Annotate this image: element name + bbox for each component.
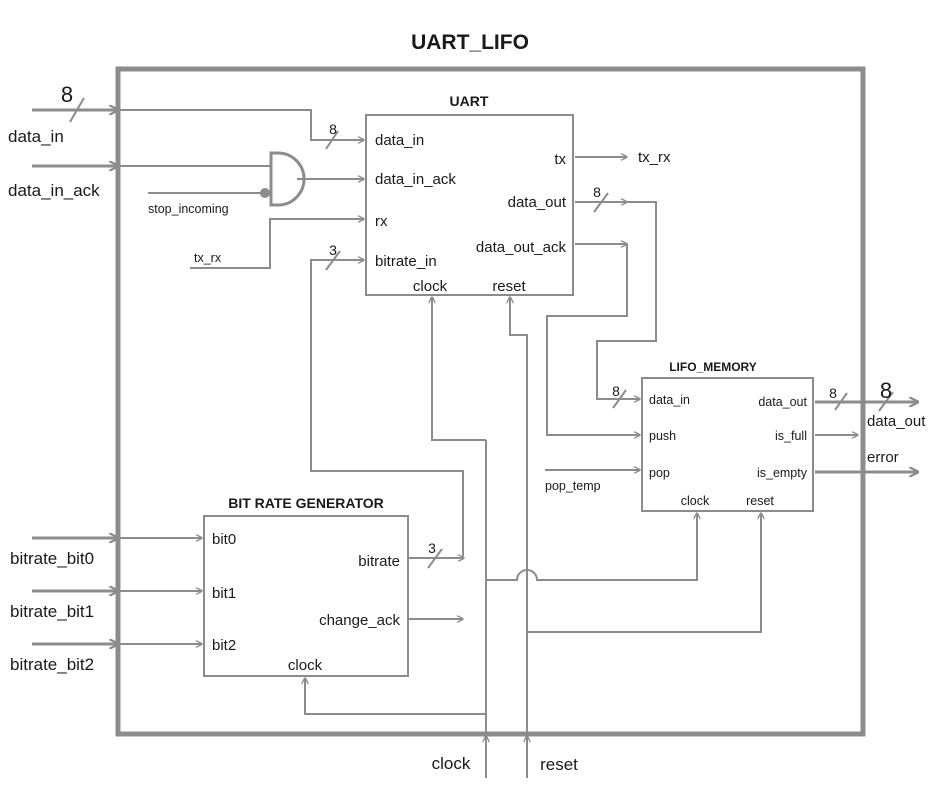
uart-port-reset: reset: [492, 278, 526, 295]
ext-bitrate-bit2-label: bitrate_bit2: [10, 655, 94, 674]
uart-bitrate-in-width: 3: [329, 242, 337, 258]
lifo-port-is-empty: is_empty: [757, 466, 808, 480]
bit-rate-generator-block: [203, 515, 409, 677]
lifo-title: LIFO_MEMORY: [669, 360, 757, 374]
lifo-data-out-width: 8: [829, 385, 837, 401]
brg-port-change-ack: change_ack: [319, 612, 400, 629]
lifo-port-clock: clock: [681, 494, 710, 508]
wire-data-out-to-lifo-data-in: [596, 201, 657, 399]
uart-port-clock: clock: [413, 278, 448, 295]
lifo-port-data-out: data_out: [758, 395, 807, 409]
uart-bitrate-in-bus-slash: [325, 250, 341, 271]
wire-data-out-ack-to-lifo-push: [546, 244, 640, 435]
uart-port-tx: tx: [554, 151, 566, 168]
wire-data-in-to-uart: [118, 109, 364, 140]
lifo-data-out-bus-slash: [834, 392, 848, 411]
ext-clock-label: clock: [432, 754, 471, 773]
uart-port-rx: rx: [375, 213, 388, 230]
lifo-port-reset: reset: [746, 494, 774, 508]
uart-block: [365, 114, 574, 296]
stop-incoming-inversion-bubble: [260, 188, 270, 198]
wire-clock-to-uart: [432, 297, 486, 441]
ext-data-in-width: 8: [61, 82, 73, 107]
brg-title: BIT RATE GENERATOR: [228, 495, 384, 511]
uart-port-bitrate-in: bitrate_in: [375, 253, 437, 270]
brg-bitrate-bus-slash: [427, 548, 443, 569]
wire-brg-bitrate-to-uart: [310, 260, 464, 559]
and-gate: [269, 151, 306, 207]
lifo-port-is-full: is_full: [775, 429, 807, 443]
uart-data-out-width: 8: [593, 184, 601, 200]
brg-port-bit1: bit1: [212, 585, 236, 602]
diagram-title: UART_LIFO: [411, 31, 529, 54]
ext-tx-rx-out-label: tx_rx: [638, 149, 671, 166]
ext-data-in-ack-label: data_in_ack: [8, 181, 100, 200]
uart-port-data-in-ack: data_in_ack: [375, 171, 456, 188]
brg-port-bit2: bit2: [212, 637, 236, 654]
ext-reset-label: reset: [540, 755, 578, 774]
ext-bitrate-bit1-label: bitrate_bit1: [10, 602, 94, 621]
uart-port-data-out-ack: data_out_ack: [476, 239, 567, 256]
uart-data-in-width: 8: [329, 121, 337, 137]
ext-stop-incoming-label: stop_incoming: [148, 202, 229, 216]
ext-data-in-label: data_in: [8, 127, 64, 146]
lifo-memory-block: [641, 377, 814, 512]
ext-data-out-bus-slash: [878, 391, 894, 412]
lifo-port-pop: pop: [649, 466, 670, 480]
brg-port-bit0: bit0: [212, 531, 236, 548]
lifo-data-in-bus-slash: [612, 389, 627, 409]
uart-port-data-in: data_in: [375, 132, 424, 149]
ext-tx-rx-in-label: tx_rx: [194, 251, 222, 265]
ext-bitrate-bit0-label: bitrate_bit0: [10, 549, 94, 568]
uart-data-out-bus-slash: [593, 192, 609, 213]
lifo-port-data-in: data_in: [649, 393, 690, 407]
lifo-port-push: push: [649, 429, 676, 443]
lifo-data-in-width: 8: [612, 383, 620, 399]
ext-data-out-width: 8: [880, 378, 892, 403]
uart-port-data-out: data_out: [508, 194, 567, 211]
wire-clock-to-brg: [305, 678, 486, 715]
uart-data-in-bus-slash: [325, 130, 339, 150]
ext-pop-temp-label: pop_temp: [545, 479, 601, 493]
uart-title: UART: [450, 93, 489, 109]
wire-reset-to-lifo: [527, 513, 761, 633]
ext-error-label: error: [867, 449, 899, 466]
ext-data-out-label: data_out: [867, 413, 926, 430]
brg-bitrate-width: 3: [428, 540, 436, 556]
wire-clock-to-lifo: [486, 513, 697, 581]
brg-port-bitrate: bitrate: [358, 553, 400, 570]
wire-reset-to-uart: [510, 297, 528, 732]
wire-tx-rx-to-uart-rx: [190, 219, 364, 269]
ext-data-in-bus-slash: [69, 97, 85, 123]
brg-port-clock: clock: [288, 657, 323, 674]
